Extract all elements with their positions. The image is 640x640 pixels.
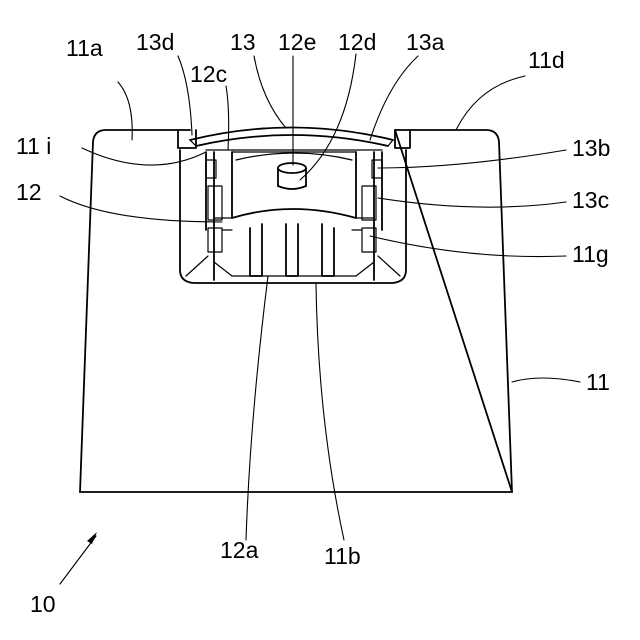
label-13d: 13d xyxy=(136,29,174,55)
reference-arrow xyxy=(60,532,97,584)
label-12a: 12a xyxy=(220,537,259,563)
inner-body xyxy=(214,152,374,280)
leader-lines xyxy=(60,54,580,540)
cap-body xyxy=(80,130,512,492)
opening-rim xyxy=(178,130,410,148)
label-11d: 11d xyxy=(528,47,565,73)
label-11b: 11b xyxy=(324,543,361,569)
label-12: 12 xyxy=(16,179,42,205)
label-11i: 11 i xyxy=(16,133,51,159)
label-12d: 12d xyxy=(338,29,376,55)
label-10: 10 xyxy=(30,591,56,617)
ribs xyxy=(232,224,356,276)
label-11: 11 xyxy=(586,369,610,395)
label-13: 13 xyxy=(230,29,256,55)
boss-cylinder xyxy=(278,163,306,189)
reference-labels: 11a 13d 13 12e 12d 13a 11d 12c 11 i 13b … xyxy=(16,29,610,617)
label-12e: 12e xyxy=(278,29,316,55)
label-11g: 11g xyxy=(572,241,609,267)
label-11a: 11a xyxy=(66,35,103,61)
lid xyxy=(190,128,393,147)
recess-corners xyxy=(186,256,400,276)
label-12c: 12c xyxy=(190,61,227,87)
label-13c: 13c xyxy=(572,187,609,213)
label-13b: 13b xyxy=(572,135,610,161)
label-13a: 13a xyxy=(406,29,445,55)
